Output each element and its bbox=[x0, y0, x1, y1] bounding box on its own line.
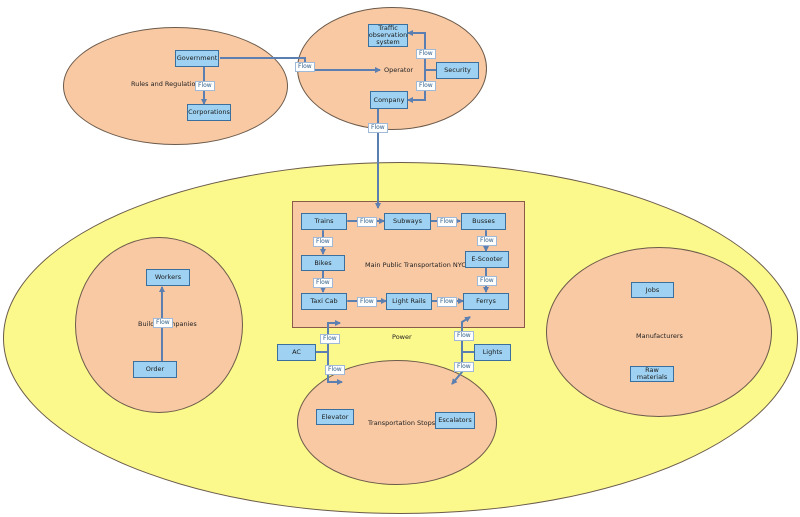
rules-region bbox=[63, 27, 288, 145]
escooter-node[interactable]: E-Scooter bbox=[465, 251, 509, 268]
flow-label: Flow bbox=[357, 217, 377, 227]
flow-label: Flow bbox=[320, 334, 340, 344]
power-label: Power bbox=[392, 333, 412, 341]
ferrys-node[interactable]: Ferrys bbox=[463, 293, 509, 310]
busses-node[interactable]: Busses bbox=[461, 213, 506, 230]
flow-label: Flow bbox=[416, 81, 436, 91]
lights-node[interactable]: Lights bbox=[474, 344, 511, 361]
security-node[interactable]: Security bbox=[436, 62, 479, 79]
subways-node[interactable]: Subways bbox=[384, 213, 431, 230]
building-companies-label: Build bbox=[138, 320, 155, 328]
transportation-stops-label: Transportation Stops bbox=[368, 419, 436, 427]
taxi-node[interactable]: Taxi Cab bbox=[301, 293, 347, 310]
trains-node[interactable]: Trains bbox=[301, 213, 347, 230]
elevator-node[interactable]: Elevator bbox=[316, 409, 354, 425]
flow-label: Flow bbox=[313, 237, 333, 247]
raw-materials-node[interactable]: Raw materials bbox=[630, 366, 674, 382]
lightrails-node[interactable]: Light Rails bbox=[386, 293, 432, 310]
flow-label: Flow bbox=[477, 276, 497, 286]
flow-label: Flow bbox=[295, 62, 315, 72]
government-node[interactable]: Government bbox=[175, 50, 219, 67]
corporations-node[interactable]: Corporations bbox=[187, 104, 231, 121]
flow-label: Flow bbox=[437, 297, 457, 307]
flow-label: Flow bbox=[313, 278, 333, 288]
flow-label: Flow bbox=[477, 236, 497, 246]
workers-node[interactable]: Workers bbox=[146, 269, 190, 286]
jobs-node[interactable]: Jobs bbox=[631, 282, 674, 298]
main-transport-label: Main Public Transportation NYC bbox=[365, 261, 466, 269]
flow-label: Flow bbox=[195, 81, 215, 91]
flow-label: Flow bbox=[368, 123, 388, 133]
ac-node[interactable]: AC bbox=[277, 344, 316, 361]
manufacturers-label: Manufacturers bbox=[636, 332, 683, 340]
flow-label: Flow bbox=[153, 318, 173, 328]
manufacturers-region bbox=[546, 247, 772, 417]
flow-label: Flow bbox=[454, 331, 474, 341]
flow-label: Flow bbox=[454, 362, 474, 372]
bikes-node[interactable]: Bikes bbox=[301, 255, 345, 271]
flow-label: Flow bbox=[437, 217, 457, 227]
company-node[interactable]: Company bbox=[370, 91, 408, 109]
flow-label: Flow bbox=[325, 365, 345, 375]
flow-label: Flow bbox=[416, 49, 436, 59]
rules-region-label: Rules and Regulations bbox=[131, 80, 203, 88]
escalators-node[interactable]: Escalators bbox=[435, 412, 475, 429]
order-node[interactable]: Order bbox=[133, 361, 177, 378]
operator-label: Operator bbox=[384, 66, 414, 74]
flow-label: Flow bbox=[357, 297, 377, 307]
traffic-node[interactable]: Traffic observation system bbox=[368, 24, 408, 47]
building-companies-label-tail: mpanies bbox=[169, 320, 197, 328]
